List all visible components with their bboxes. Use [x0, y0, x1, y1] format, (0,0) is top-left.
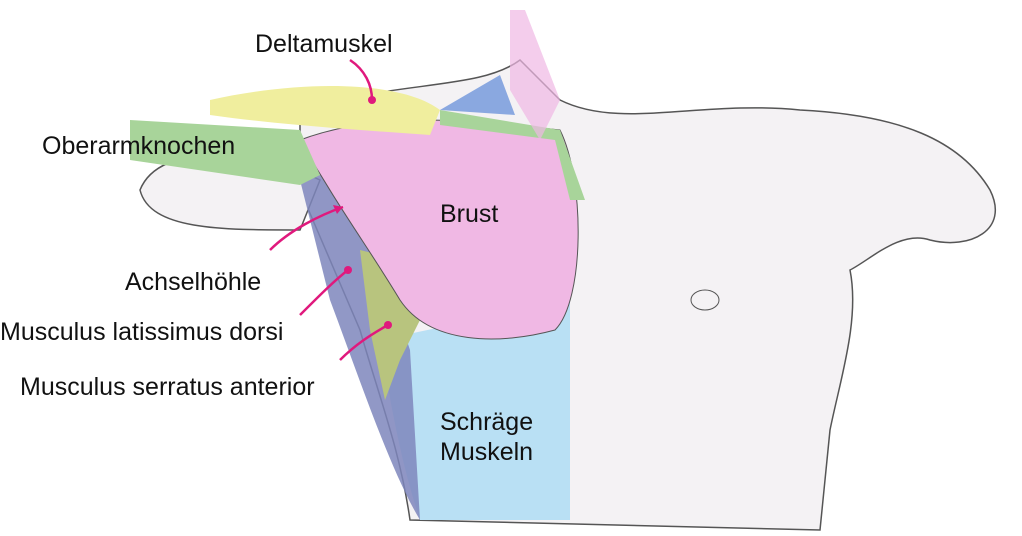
label-armpit: Achselhöhle [125, 268, 262, 296]
nipple [690, 289, 720, 311]
deltoid-region [210, 86, 440, 135]
oblique-region [380, 300, 570, 520]
humerus-region [130, 120, 320, 185]
neck-region [510, 10, 560, 140]
label-serratus: Musculus serratus anterior [20, 373, 315, 401]
label-obliques-1: Schräge [440, 408, 534, 436]
label-deltoid: Deltamuskel [255, 30, 393, 58]
label-latissimus: Musculus latissimus dorsi [0, 318, 284, 346]
label-chest: Brust [440, 200, 499, 228]
pointer-dots [333, 96, 392, 329]
trapezius-region [440, 75, 515, 115]
label-humerus: Oberarmknochen [42, 132, 236, 160]
latissimus-region [300, 170, 420, 520]
chest-border-green [440, 110, 585, 200]
label-obliques-2: Muskeln [440, 438, 534, 466]
